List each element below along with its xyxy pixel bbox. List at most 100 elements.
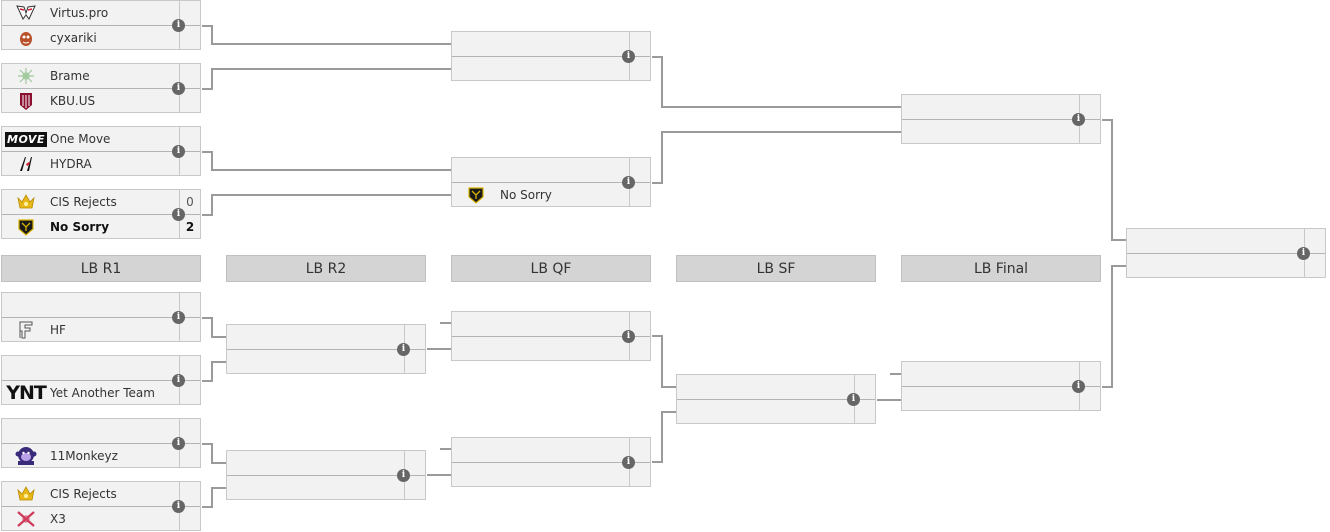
match-ub2[interactable]: Brame KBU.US i [1, 63, 201, 113]
match-ub1[interactable]: Virtus.pro cyxariki i [1, 0, 201, 50]
no-sorry-logo-icon [452, 183, 500, 207]
team-score: 0 [186, 195, 194, 209]
match-info-icon[interactable]: i [1072, 113, 1085, 126]
divider [2, 506, 200, 507]
match-lb3[interactable]: 11Monkeyz i [1, 418, 201, 468]
match-info-icon[interactable]: i [172, 500, 185, 513]
team-slot-x3[interactable]: X3 [2, 507, 200, 531]
team-slot-11monkeyz[interactable]: 11Monkeyz [2, 444, 200, 468]
match-ub-r2-1[interactable]: i [451, 31, 651, 81]
match-info-icon[interactable]: i [622, 330, 635, 343]
round-header-lb-r1: LB R1 [1, 255, 201, 282]
team-slot-cis-rejects[interactable]: CIS Rejects [2, 482, 200, 506]
divider [902, 386, 1100, 387]
match-ub-final[interactable]: i [901, 94, 1101, 144]
match-info-icon[interactable]: i [1297, 247, 1310, 260]
team-slot-hydra[interactable]: HYDRA [2, 152, 200, 176]
match-info-icon[interactable]: i [172, 208, 185, 221]
divider [677, 399, 875, 400]
divider [452, 462, 650, 463]
match-info-icon[interactable]: i [172, 19, 185, 32]
round-header-lb-qf: LB QF [451, 255, 651, 282]
team-slot-empty[interactable] [452, 158, 650, 182]
connector-line [202, 194, 452, 216]
team-slot-empty[interactable] [2, 293, 200, 317]
match-lb-r2-1[interactable]: i [226, 324, 426, 374]
team-name: No Sorry [500, 188, 552, 202]
connector-line [652, 131, 902, 184]
match-info-icon[interactable]: i [397, 469, 410, 482]
match-lb-qf-2[interactable]: i [451, 437, 651, 487]
11monkeyz-logo-icon [2, 444, 50, 468]
match-info-icon[interactable]: i [172, 311, 185, 324]
cyxariki-logo-icon [2, 26, 50, 50]
team-score: 2 [185, 220, 195, 234]
match-lb2[interactable]: YNT Yet Another Team i [1, 355, 201, 405]
team-name: Yet Another Team [50, 386, 155, 400]
match-lb-r2-2[interactable]: i [226, 450, 426, 500]
match-grand-final[interactable]: i [1126, 228, 1326, 278]
no-sorry-logo-icon [2, 215, 50, 239]
team-slot-empty[interactable] [2, 356, 200, 380]
connector-line [652, 56, 902, 108]
match-info-icon[interactable]: i [622, 176, 635, 189]
divider [452, 182, 650, 183]
match-ub-r2-2[interactable]: No Sorry i [451, 157, 651, 207]
divider [2, 380, 200, 381]
match-info-icon[interactable]: i [622, 456, 635, 469]
divider [2, 25, 200, 26]
team-name: 11Monkeyz [50, 449, 118, 463]
match-info-icon[interactable]: i [847, 393, 860, 406]
match-lb-sf[interactable]: i [676, 374, 876, 424]
match-info-icon[interactable]: i [172, 437, 185, 450]
team-slot-hf[interactable]: HF [2, 318, 200, 342]
match-lb-qf-1[interactable]: i [451, 311, 651, 361]
team-slot-kbu-us[interactable]: KBU.US [2, 89, 200, 113]
team-name: CIS Rejects [50, 195, 117, 209]
divider [2, 151, 200, 152]
round-header-lb-sf: LB SF [676, 255, 876, 282]
connector-line [202, 317, 227, 338]
team-slot-one-move[interactable]: MOVE One Move [2, 127, 200, 151]
team-slot-no-sorry[interactable]: No Sorry [452, 183, 650, 207]
connector-line [202, 443, 227, 464]
divider [902, 119, 1100, 120]
match-info-icon[interactable]: i [622, 50, 635, 63]
match-lb1[interactable]: HF i [1, 292, 201, 342]
team-name: One Move [50, 132, 111, 146]
round-header-lb-r2: LB R2 [226, 255, 426, 282]
divider [2, 317, 200, 318]
match-ub4[interactable]: CIS Rejects 0 No Sorry 2 i [1, 189, 201, 239]
team-slot-virtus-pro[interactable]: Virtus.pro [2, 1, 200, 25]
connector-line [202, 487, 227, 508]
x3-logo-icon [2, 507, 50, 531]
match-info-icon[interactable]: i [172, 374, 185, 387]
divider [452, 56, 650, 57]
match-info-icon[interactable]: i [172, 145, 185, 158]
brame-logo-icon [2, 64, 50, 88]
match-lb-final[interactable]: i [901, 361, 1101, 411]
match-info-icon[interactable]: i [397, 343, 410, 356]
hf-logo-icon [2, 318, 50, 342]
team-slot-empty[interactable] [2, 419, 200, 443]
match-lb4[interactable]: CIS Rejects X3 i [1, 481, 201, 531]
team-name: HYDRA [50, 157, 92, 171]
team-slot-cis-rejects[interactable]: CIS Rejects 0 [2, 190, 200, 214]
team-name: HF [50, 323, 66, 337]
team-name: No Sorry [50, 220, 110, 234]
kbu-us-logo-icon [2, 89, 50, 113]
team-name: CIS Rejects [50, 487, 117, 501]
divider [2, 443, 200, 444]
team-slot-no-sorry[interactable]: No Sorry 2 [2, 215, 200, 239]
divider [227, 475, 425, 476]
match-ub3[interactable]: MOVE One Move HYDRA i [1, 126, 201, 176]
team-slot-cyxariki[interactable]: cyxariki [2, 26, 200, 50]
connector-line [202, 25, 452, 45]
team-slot-yet-another-team[interactable]: YNT Yet Another Team [2, 381, 200, 405]
match-info-icon[interactable]: i [172, 82, 185, 95]
team-slot-brame[interactable]: Brame [2, 64, 200, 88]
match-info-icon[interactable]: i [1072, 380, 1085, 393]
connector-line [652, 335, 677, 388]
connector-line [202, 361, 227, 382]
